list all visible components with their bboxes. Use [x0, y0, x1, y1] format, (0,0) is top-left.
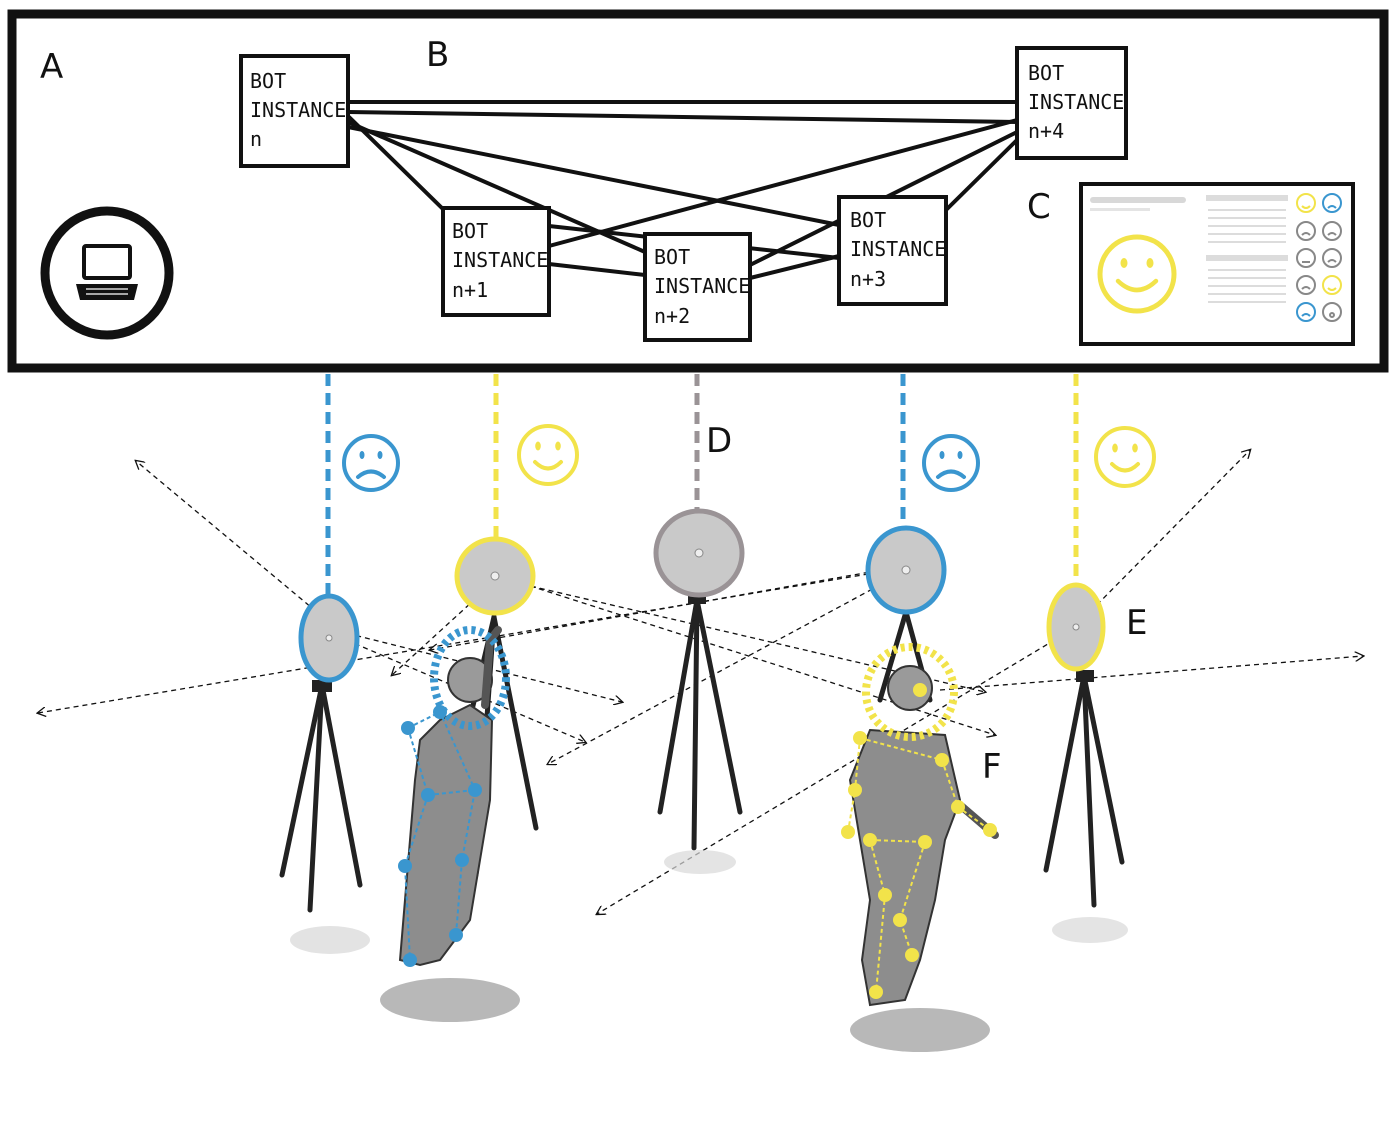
label-e: E	[1126, 603, 1147, 643]
svg-text:BOT: BOT	[250, 69, 286, 93]
dashboard-text-lines	[1206, 195, 1288, 303]
svg-text:INSTANCE: INSTANCE	[250, 98, 346, 122]
sad-face-icon	[342, 434, 400, 492]
bot-instance-n: BOT INSTANCE n	[239, 54, 350, 168]
label-d: D	[706, 421, 732, 461]
svg-text:n+1: n+1	[452, 278, 488, 302]
person-left	[398, 626, 510, 967]
sensor-device-4	[865, 525, 947, 703]
svg-text:BOT: BOT	[850, 208, 886, 232]
label-a: A	[40, 47, 63, 87]
laptop-icon	[40, 206, 174, 340]
emotion-dashboard	[1079, 182, 1355, 346]
svg-text:BOT: BOT	[452, 219, 488, 243]
happy-face-icon	[1094, 426, 1156, 488]
bot-instance-n-plus-1: BOT INSTANCE n+1	[441, 206, 551, 317]
bot-instance-n-plus-4: BOT INSTANCE n+4	[1015, 46, 1128, 160]
svg-text:n+4: n+4	[1028, 119, 1064, 143]
svg-text:n: n	[250, 127, 262, 151]
svg-text:n+3: n+3	[850, 267, 886, 291]
sensor-device-1	[279, 593, 363, 913]
svg-text:INSTANCE: INSTANCE	[850, 237, 946, 261]
device-connectors	[325, 374, 1079, 598]
sensor-device-5	[1043, 582, 1125, 908]
dashboard-happy-face-icon	[1097, 234, 1177, 314]
bot-instance-n-plus-2: BOT INSTANCE n+2	[643, 232, 752, 342]
person-right	[841, 643, 999, 1007]
label-c: C	[1027, 187, 1051, 227]
svg-text:INSTANCE: INSTANCE	[452, 248, 548, 272]
sensor-device-3	[653, 508, 745, 851]
svg-text:BOT: BOT	[654, 245, 690, 269]
label-f: F	[982, 747, 1002, 787]
svg-text:BOT: BOT	[1028, 61, 1064, 85]
svg-text:INSTANCE: INSTANCE	[1028, 90, 1124, 114]
svg-text:INSTANCE: INSTANCE	[654, 274, 750, 298]
bot-instance-n-plus-3: BOT INSTANCE n+3	[837, 195, 948, 306]
happy-face-icon	[517, 424, 579, 486]
dashboard-face-grid	[1296, 193, 1342, 322]
label-b: B	[426, 35, 449, 75]
svg-text:n+2: n+2	[654, 304, 690, 328]
sad-face-icon	[922, 434, 980, 492]
floor-shadows	[290, 850, 1128, 1052]
